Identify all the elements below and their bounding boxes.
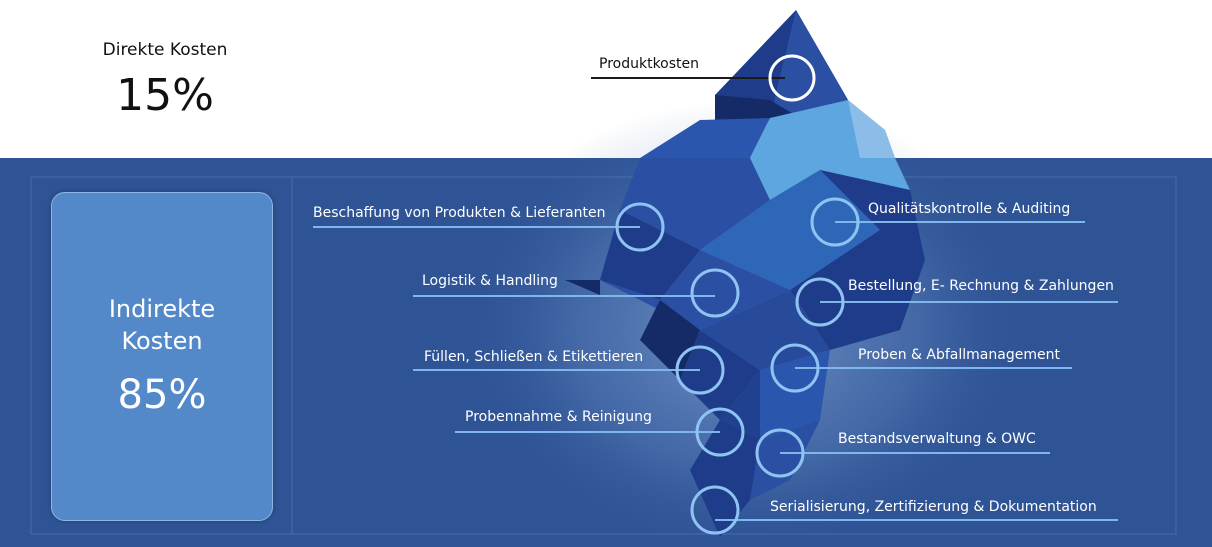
- indirect-costs-label: Indirekte Kosten: [52, 293, 272, 357]
- label-bestandsverwaltung: Bestandsverwaltung & OWC: [838, 431, 1036, 447]
- marker-circle: [615, 202, 665, 252]
- label-beschaffung: Beschaffung von Produkten & Lieferanten: [313, 205, 606, 221]
- marker-circle: [690, 268, 740, 318]
- label-serialisierung: Serialisierung, Zertifizierung & Dokumen…: [770, 499, 1097, 515]
- marker-circle: [770, 343, 820, 393]
- marker-circle: [675, 345, 725, 395]
- direct-costs-label: Direkte Kosten: [102, 40, 228, 60]
- indirect-costs-box: Indirekte Kosten 85%: [51, 192, 273, 521]
- circle-markers: [615, 54, 860, 535]
- label-fuellen: Füllen, Schließen & Etikettieren: [424, 349, 644, 365]
- marker-circle: [695, 407, 745, 457]
- indirect-label-line1: Indirekte: [108, 295, 216, 323]
- marker-circle: [755, 428, 805, 478]
- label-qualitaetskontrolle: Qualitätskontrolle & Auditing: [868, 201, 1071, 217]
- label-produktkosten: Produktkosten: [599, 56, 700, 72]
- marker-circle-produktkosten: [768, 54, 816, 102]
- label-logistik: Logistik & Handling: [422, 273, 558, 289]
- iceberg-tip: [640, 10, 895, 158]
- marker-circle: [810, 197, 860, 247]
- marker-circle: [690, 485, 740, 535]
- label-proben: Proben & Abfallmanagement: [858, 347, 1060, 363]
- label-probennahme: Probennahme & Reinigung: [465, 409, 652, 425]
- marker-circle: [795, 277, 845, 327]
- label-bestellung: Bestellung, E- Rechnung & Zahlungen: [848, 278, 1114, 294]
- indirect-label-line2: Kosten: [121, 327, 203, 355]
- direct-costs-value: 15%: [116, 70, 214, 121]
- indirect-costs-value: 85%: [117, 372, 207, 418]
- connector-lines: [313, 77, 1118, 521]
